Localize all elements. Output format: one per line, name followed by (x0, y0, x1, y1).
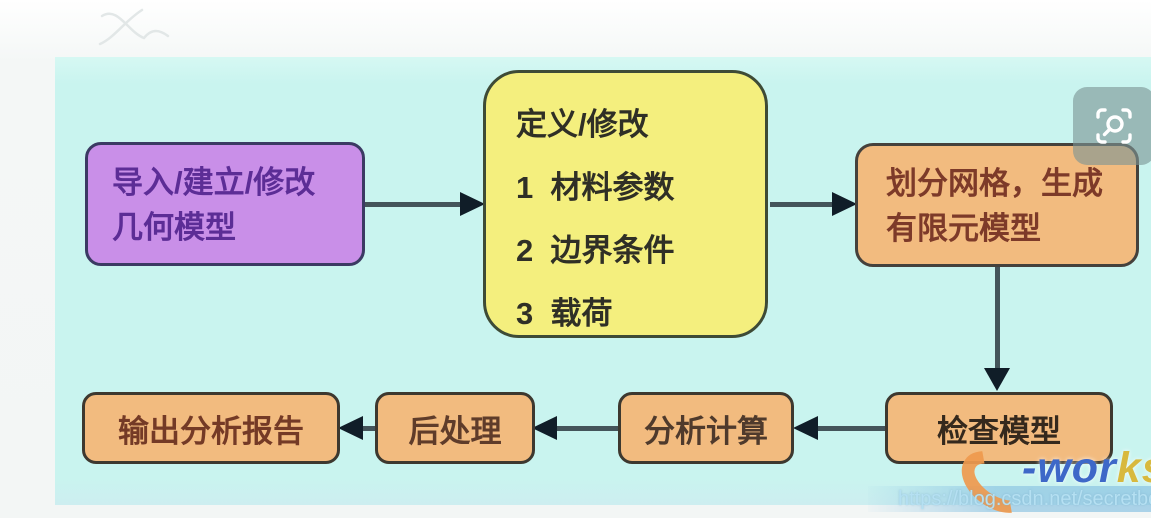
arrow-post-to-report-line (362, 426, 376, 431)
arrow-mesh-to-check-line (995, 267, 1000, 370)
arrow-solve-to-post-line (556, 426, 618, 431)
node-define-modify: 定义/修改 1 材料参数 2 边界条件 3 载荷 (483, 70, 768, 338)
arrow-geometry-to-define-head (460, 192, 485, 216)
node-post-processing-label: 后处理 (408, 413, 502, 449)
arrow-check-to-solve-line (817, 426, 885, 431)
watermark-url: https://blog.csdn.net/secretboys (898, 488, 1151, 510)
node-analysis-compute: 分析计算 (618, 392, 794, 464)
arrow-define-to-mesh-line (770, 202, 834, 207)
arrow-post-to-report-head (338, 416, 363, 440)
node-output-report-label: 输出分析报告 (118, 413, 304, 449)
node-define-item-load: 3 载荷 (516, 296, 613, 331)
magnifier-scan-icon (1096, 108, 1132, 144)
node-define-title: 定义/修改 (516, 107, 649, 142)
eworks-watermark: -works (950, 438, 1151, 518)
node-check-model-label: 检查模型 (937, 413, 1061, 449)
arrow-define-to-mesh-head (832, 192, 857, 216)
image-zoom-button[interactable] (1073, 87, 1151, 165)
arrow-mesh-to-check-head (984, 368, 1010, 391)
node-geometry-line1: 导入/建立/修改 (112, 165, 316, 200)
node-mesh-line2: 有限元模型 (886, 211, 1041, 246)
node-check-model: 检查模型 (885, 392, 1113, 464)
node-mesh-line1: 划分网格，生成 (886, 166, 1103, 201)
faint-scribble (98, 8, 170, 46)
node-geometry-line2: 几何模型 (112, 210, 236, 245)
node-post-processing: 后处理 (375, 392, 535, 464)
eworks-text-gold: ks (1116, 444, 1151, 492)
eworks-text-blue: -wor (1022, 444, 1117, 492)
node-geometry-model: 导入/建立/修改 几何模型 (85, 142, 365, 266)
arrow-solve-to-post-head (532, 416, 557, 440)
node-define-item-material: 1 材料参数 (516, 170, 675, 205)
node-output-report: 输出分析报告 (82, 392, 340, 464)
arrow-geometry-to-define-line (363, 202, 463, 207)
eworks-logo-text: -works (1022, 444, 1151, 493)
watermark-strip (868, 486, 1151, 512)
arrow-check-to-solve-head (793, 416, 818, 440)
node-analysis-compute-label: 分析计算 (644, 413, 768, 449)
node-define-item-boundary: 2 边界条件 (516, 233, 675, 268)
